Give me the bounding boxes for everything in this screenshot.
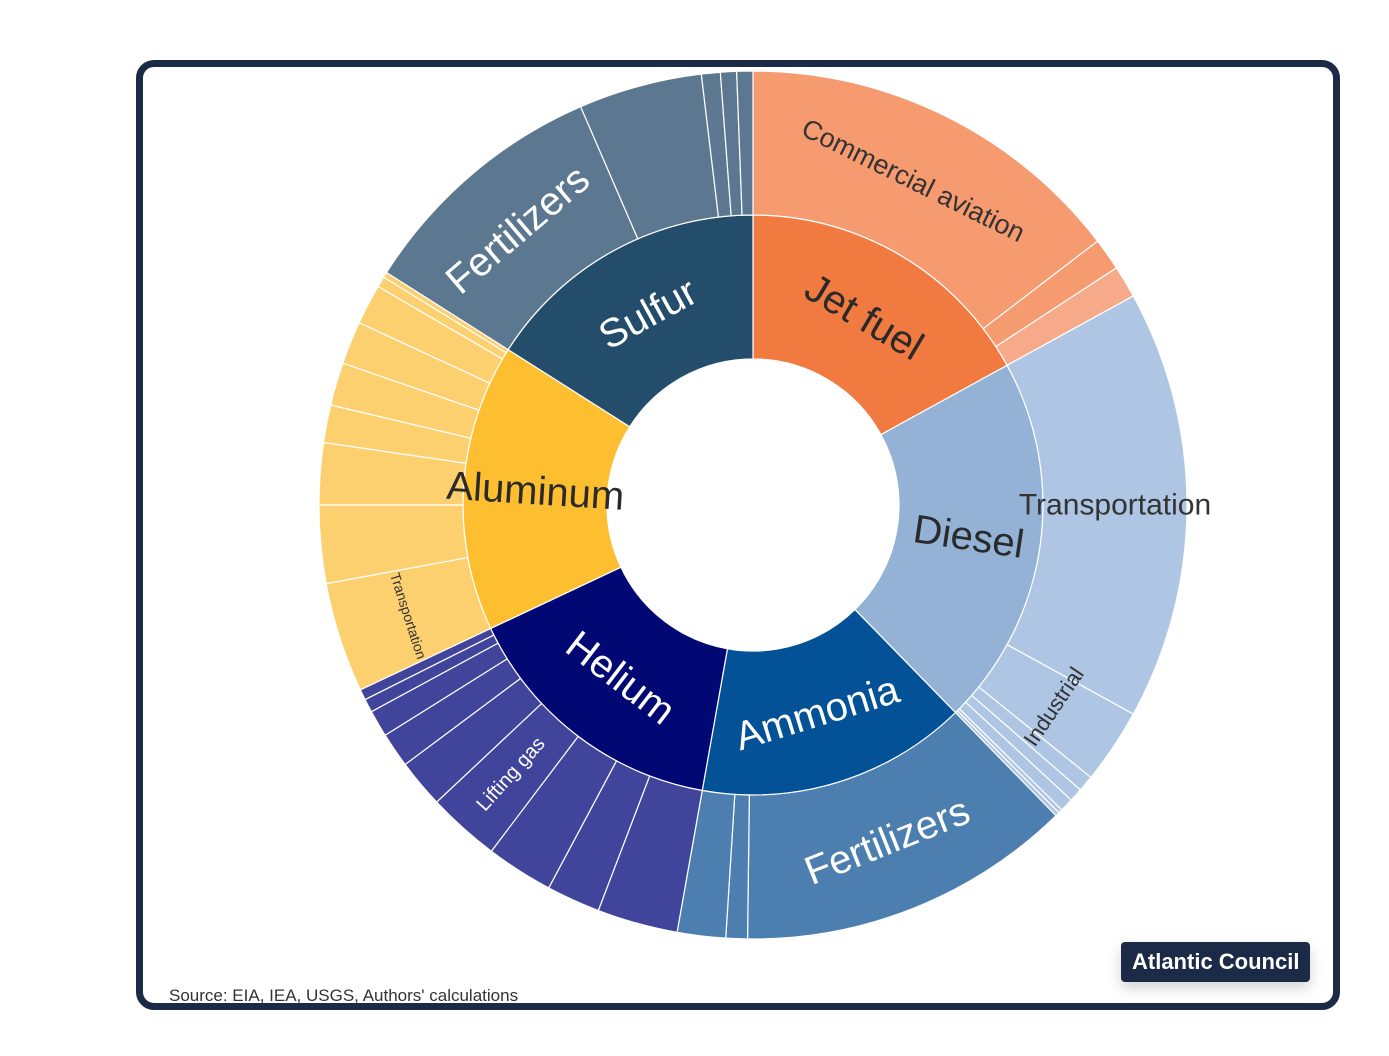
outer-sulfur-segment-35[interactable] xyxy=(736,70,754,216)
outer-label-diesel-transportation: Transportation xyxy=(1019,489,1211,522)
source-note: Source: EIA, IEA, USGS, Authors' calcula… xyxy=(169,986,519,1005)
inner-ring xyxy=(462,214,1044,796)
outer-diesel-transportation[interactable] xyxy=(1006,295,1188,715)
atlantic-council-logo[interactable]: Atlantic Council xyxy=(1121,942,1311,982)
outer-ring xyxy=(318,70,1188,940)
